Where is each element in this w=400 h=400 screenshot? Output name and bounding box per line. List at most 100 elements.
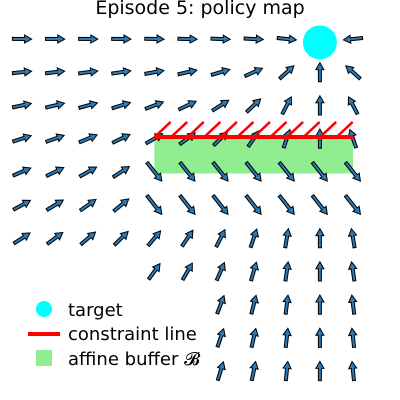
policy-arrow xyxy=(111,67,132,77)
policy-arrow xyxy=(111,34,132,44)
policy-arrow xyxy=(282,227,292,249)
policy-arrow xyxy=(310,194,328,216)
policy-arrow xyxy=(249,327,259,349)
policy-arrow xyxy=(111,166,131,179)
policy-arrow xyxy=(343,160,362,182)
policy-arrow xyxy=(215,327,226,349)
policy-arrow xyxy=(11,166,32,178)
policy-arrow xyxy=(12,199,32,212)
policy-arrow xyxy=(11,67,33,77)
policy-arrow xyxy=(177,66,198,77)
policy-arrow xyxy=(215,360,226,382)
policy-arrow xyxy=(11,133,33,144)
policy-arrow xyxy=(144,67,165,77)
policy-arrow xyxy=(12,232,31,246)
constraint-hatch xyxy=(269,121,288,138)
policy-arrow xyxy=(77,67,99,77)
policy-arrow xyxy=(177,100,198,112)
policy-arrow xyxy=(178,160,196,182)
policy-arrow xyxy=(45,166,65,179)
policy-arrow xyxy=(280,96,293,116)
policy-arrow xyxy=(282,360,292,382)
legend-target-marker xyxy=(36,301,52,317)
policy-arrow xyxy=(146,262,161,281)
legend-target-label: target xyxy=(68,300,123,321)
policy-arrow xyxy=(78,198,97,213)
constraint-hatch xyxy=(186,121,205,138)
constraint-hatch xyxy=(170,121,189,138)
constraint-hatch xyxy=(236,121,255,138)
policy-arrow xyxy=(211,194,229,216)
policy-arrow xyxy=(310,160,328,182)
policy-arrow xyxy=(180,262,193,282)
legend-affine-buffer-swatch xyxy=(36,350,52,366)
policy-arrow xyxy=(243,34,265,44)
policy-arrow xyxy=(77,100,99,110)
policy-arrow xyxy=(277,194,295,216)
policy-arrow xyxy=(248,261,259,282)
policy-arrow xyxy=(211,160,229,182)
policy-arrow xyxy=(44,34,66,44)
policy-arrow xyxy=(347,260,358,282)
policy-arrow xyxy=(277,65,295,81)
target-layer xyxy=(302,25,337,60)
constraint-hatch xyxy=(319,121,338,138)
target-marker xyxy=(302,25,337,60)
policy-arrow xyxy=(249,360,259,382)
policy-arrow xyxy=(282,294,292,315)
constraint-hatch xyxy=(153,121,172,138)
policy-arrow xyxy=(145,160,163,182)
policy-arrow xyxy=(243,66,264,79)
policy-arrow xyxy=(315,94,325,116)
constraint-hatch xyxy=(253,121,271,138)
policy-arrow xyxy=(44,100,66,110)
constraint-hatch xyxy=(302,121,321,138)
policy-arrow xyxy=(145,194,163,216)
policy-arrow xyxy=(214,228,226,249)
policy-arrow xyxy=(315,227,325,249)
policy-arrow xyxy=(146,230,162,248)
policy-arrow xyxy=(245,98,262,114)
chart-title: Episode 5: policy map xyxy=(95,0,304,19)
policy-arrow xyxy=(345,65,362,81)
policy-arrow xyxy=(210,99,230,113)
policy-arrow xyxy=(111,133,131,145)
policy-arrow xyxy=(78,166,98,179)
policy-arrow xyxy=(347,327,358,349)
policy-arrow xyxy=(11,100,33,110)
policy-arrow xyxy=(282,260,292,282)
constraint-hatch xyxy=(220,121,238,138)
legend: target constraint line affine buffer 𝓑 xyxy=(28,300,201,370)
policy-arrow xyxy=(347,96,360,116)
policy-arrow xyxy=(44,133,66,144)
policy-arrow xyxy=(244,194,262,216)
policy-arrow xyxy=(347,294,358,315)
policy-arrow xyxy=(315,327,325,348)
policy-arrow xyxy=(112,230,129,247)
policy-arrow xyxy=(315,260,325,282)
policy-arrow xyxy=(78,133,98,145)
constraint-hatch xyxy=(335,121,354,138)
policy-arrows-layer xyxy=(11,28,364,382)
constraint-hatch xyxy=(203,121,222,138)
policy-arrow xyxy=(210,34,232,44)
policy-arrow xyxy=(315,293,325,315)
policy-arrow xyxy=(342,34,364,45)
policy-arrow xyxy=(45,231,64,246)
policy-arrow xyxy=(215,294,226,315)
policy-arrow xyxy=(282,327,292,349)
policy-arrow xyxy=(347,360,358,382)
policy-arrow xyxy=(315,61,325,83)
policy-arrow xyxy=(315,360,325,382)
policy-arrow xyxy=(111,100,132,111)
policy-arrow xyxy=(249,294,259,315)
policy-arrow xyxy=(214,261,226,282)
policy-arrow xyxy=(244,160,262,182)
policy-arrow xyxy=(45,199,65,212)
legend-affine-buffer-label: affine buffer 𝓑 xyxy=(68,349,201,370)
policy-arrow xyxy=(177,34,199,44)
policy-arrow xyxy=(144,100,165,111)
policy-arrow xyxy=(44,67,66,77)
